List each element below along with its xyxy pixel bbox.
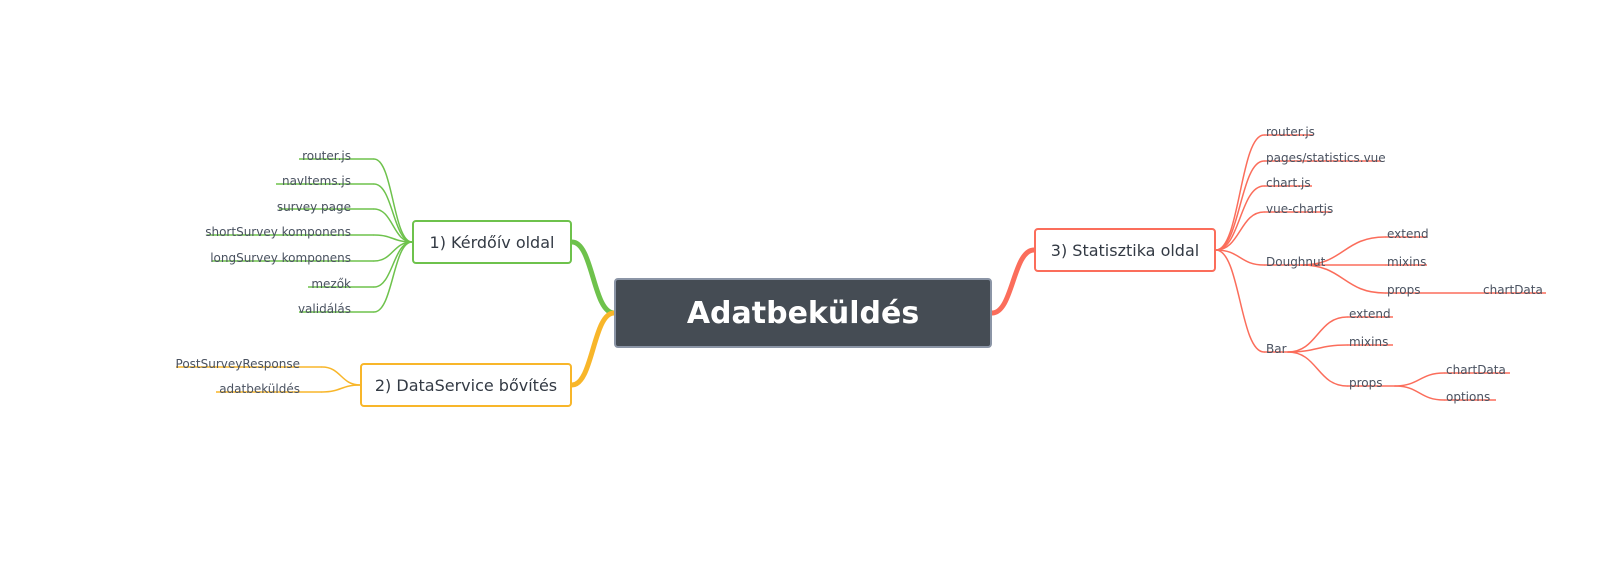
central-topic[interactable]: Adatbeküldés (614, 278, 992, 348)
connector-central-branch1 (569, 239, 617, 316)
connector-bar-props-child-0 (1394, 372, 1445, 387)
connector-branch1-leaf-0 (373, 158, 413, 243)
connector-branch2-leaf-0 (321, 366, 361, 386)
connector-branch3-leaf-0 (1215, 134, 1265, 251)
leaf-navitems-js[interactable]: navItems.js (281, 174, 351, 188)
connector-central-branch3 (989, 247, 1037, 316)
connector-branch1-leaf-1 (373, 183, 413, 243)
leaf-adatbekuldes[interactable]: adatbeküldés (219, 382, 300, 396)
connector-bar-child-2 (1287, 351, 1348, 387)
connector-branch1-leaf-6 (373, 241, 413, 313)
connector-central-branch2 (569, 310, 617, 388)
node-bar[interactable]: Bar (1266, 342, 1287, 356)
leaf-bar-mixins[interactable]: mixins (1349, 335, 1389, 349)
leaf-pages-statistics-vue[interactable]: pages/statistics.vue (1266, 151, 1386, 165)
connector-branch3-leaf-2 (1215, 185, 1265, 251)
leaf-survey-page[interactable]: survey page (276, 200, 351, 214)
leaf-bar-options[interactable]: options (1446, 390, 1491, 404)
leaf-bar-chartdata[interactable]: chartData (1446, 363, 1506, 377)
leaf-vue-chartjs[interactable]: vue-chartjs (1266, 202, 1334, 216)
connector-branch3-leaf-3 (1215, 211, 1265, 251)
leaf-postsurveyresponse[interactable]: PostSurveyResponse (175, 357, 300, 371)
connector-branch3-leaf-4 (1215, 249, 1265, 266)
connector-branch2-leaf-1 (321, 384, 361, 393)
branch-statisztika-oldal[interactable]: 3) Statisztika oldal (1034, 228, 1216, 272)
branch-dataservice-bovites[interactable]: 2) DataService bővítés (360, 363, 572, 407)
leaf-stat-router-js[interactable]: router.js (1266, 125, 1315, 139)
connector-bar-child-0 (1287, 316, 1348, 353)
branch-kerdoiv-oldal[interactable]: 1) Kérdőív oldal (412, 220, 572, 264)
node-doughnut-props[interactable]: props (1387, 283, 1421, 297)
connector-bar-props-child-1 (1394, 385, 1445, 401)
connector-branch1-leaf-5 (373, 241, 413, 288)
leaf-mezok[interactable]: mezők (311, 277, 351, 291)
leaf-longsurvey-komponens[interactable]: longSurvey komponens (210, 251, 351, 265)
node-doughnut[interactable]: Doughnut (1266, 255, 1326, 269)
node-bar-props[interactable]: props (1349, 376, 1383, 390)
leaf-bar-extend[interactable]: extend (1349, 307, 1391, 321)
leaf-validalas[interactable]: validálás (297, 302, 351, 316)
connector-branch3-leaf-5 (1215, 249, 1265, 353)
leaf-chart-js[interactable]: chart.js (1266, 176, 1311, 190)
connector-doughnut-child-2 (1301, 264, 1386, 294)
leaf-doughnut-chartdata[interactable]: chartData (1483, 283, 1543, 297)
connector-bar-child-1 (1287, 344, 1348, 353)
connector-doughnut-child-0 (1301, 236, 1386, 266)
leaf-doughnut-extend[interactable]: extend (1387, 227, 1429, 241)
connector-branch3-leaf-1 (1215, 160, 1265, 251)
leaf-doughnut-mixins[interactable]: mixins (1387, 255, 1427, 269)
leaf-shortsurvey-komponens[interactable]: shortSurvey komponens (205, 225, 351, 239)
leaf-router-js[interactable]: router.js (302, 149, 351, 163)
